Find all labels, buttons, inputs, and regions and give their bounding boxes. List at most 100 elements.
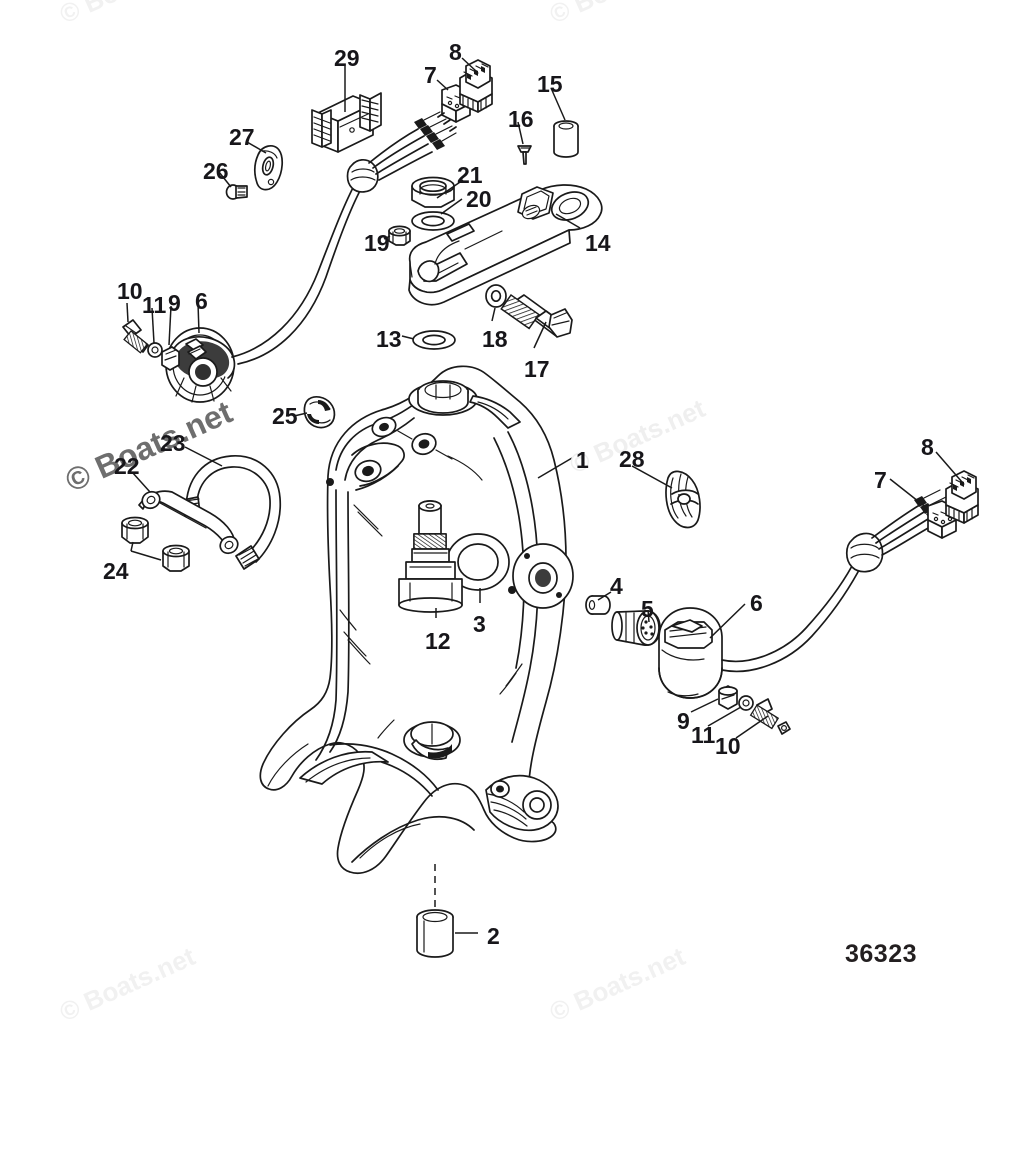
callout-18: 18 xyxy=(482,326,508,352)
part-12-fitting xyxy=(398,500,463,613)
callout-9-right: 9 xyxy=(677,708,690,734)
leader-7-top xyxy=(436,79,449,91)
leader-7-right xyxy=(889,478,929,510)
part-11-left-washer xyxy=(147,342,163,358)
leader-6-left xyxy=(197,302,200,334)
callout-13: 13 xyxy=(376,326,402,352)
leader-16 xyxy=(517,121,524,145)
leader-4 xyxy=(597,591,612,601)
leader-28 xyxy=(631,465,673,489)
part-28-clip xyxy=(665,470,701,529)
leader-11-right xyxy=(707,706,742,727)
leader-26 xyxy=(218,171,232,188)
callout-4: 4 xyxy=(610,573,623,599)
left-wiring-harness xyxy=(231,111,457,365)
part-10-left-screw xyxy=(122,319,149,354)
leader-11-left xyxy=(151,307,155,344)
callout-12: 12 xyxy=(425,628,451,654)
callout-21: 21 xyxy=(457,162,483,188)
leader-6-right xyxy=(709,603,746,639)
part-20-washer xyxy=(411,211,455,231)
leader-13 xyxy=(401,335,415,340)
callout-5: 5 xyxy=(641,596,654,622)
part-22-link xyxy=(138,490,239,555)
callout-7-top: 7 xyxy=(424,62,437,88)
part-6-right-sender xyxy=(658,607,723,699)
leader-19 xyxy=(383,235,391,240)
leader-21 xyxy=(436,179,464,199)
callout-22: 22 xyxy=(114,453,140,479)
callout-7-right: 7 xyxy=(874,467,887,493)
part-26-screw xyxy=(225,184,248,200)
leader-14 xyxy=(555,213,581,229)
part-27-plate xyxy=(254,145,283,191)
part-19-nut xyxy=(388,225,411,246)
leader-10-right xyxy=(735,715,769,739)
callout-1: 1 xyxy=(576,447,589,473)
leader-24a xyxy=(130,541,134,552)
callout-14: 14 xyxy=(585,230,611,256)
callout-24: 24 xyxy=(103,558,129,584)
part-9-right-spacer xyxy=(718,685,738,710)
callout-10-right: 10 xyxy=(715,733,741,759)
callout-17: 17 xyxy=(524,356,550,382)
callout-6-left: 6 xyxy=(195,288,208,314)
part-18-washer xyxy=(485,284,507,308)
callout-6-right: 6 xyxy=(750,590,763,616)
right-wiring-harness xyxy=(721,489,957,673)
callout-10-left: 10 xyxy=(117,278,143,304)
drawing-number: 36323 xyxy=(845,940,918,968)
part-24-nuts xyxy=(121,516,190,572)
leader-20 xyxy=(440,198,463,215)
callout-9-left: 9 xyxy=(168,290,181,316)
leader-8-top xyxy=(461,57,478,73)
callout-20: 20 xyxy=(466,186,492,212)
callout-29: 29 xyxy=(334,45,360,71)
part-6-left-sender xyxy=(165,327,236,403)
part-8-right-connector xyxy=(945,470,979,524)
leader-9-right xyxy=(690,698,719,713)
callout-19: 19 xyxy=(364,230,390,256)
callout-11-right: 11 xyxy=(691,722,716,748)
part-4-bushing xyxy=(585,595,611,615)
callout-3: 3 xyxy=(473,611,486,637)
part-11-right-washer xyxy=(738,695,754,711)
callout-16: 16 xyxy=(508,106,534,132)
callout-8-right: 8 xyxy=(921,434,934,460)
leader-8-right xyxy=(935,451,963,483)
part-21-locknut xyxy=(411,176,455,208)
callout-27: 27 xyxy=(229,124,255,150)
part-13-washer xyxy=(412,330,456,350)
leader-10-left xyxy=(126,302,129,323)
callout-8-top: 8 xyxy=(449,39,462,65)
callout-28: 28 xyxy=(619,446,645,472)
part-25-keeper xyxy=(303,395,336,429)
callout-26: 26 xyxy=(203,158,229,184)
leader-9-left xyxy=(168,305,172,346)
leader-27 xyxy=(246,141,267,154)
leader-5 xyxy=(647,609,650,623)
leader-1 xyxy=(537,457,573,479)
callout-2: 2 xyxy=(487,923,500,949)
part-17-bolt xyxy=(500,293,573,338)
part-29-retainer xyxy=(311,92,382,153)
leader-25 xyxy=(293,412,308,417)
leader-17 xyxy=(533,321,547,349)
part-16-screw xyxy=(517,145,532,165)
part-8-top-connector xyxy=(459,59,493,113)
part-2-bushing xyxy=(416,909,454,958)
part-14-arm xyxy=(408,184,603,306)
leader-22 xyxy=(131,471,151,493)
part-15-sleeve xyxy=(553,120,579,158)
callout-11-left: 11 xyxy=(142,292,167,318)
part-9-left-spacer xyxy=(161,346,180,371)
callout-15: 15 xyxy=(537,71,563,97)
part-10-right-screw xyxy=(749,698,791,735)
callout-23: 23 xyxy=(160,430,186,456)
leader-23 xyxy=(184,446,223,467)
part-1-swivel-bracket xyxy=(259,365,574,875)
leader-15 xyxy=(550,87,566,121)
leader-24b xyxy=(130,550,162,561)
